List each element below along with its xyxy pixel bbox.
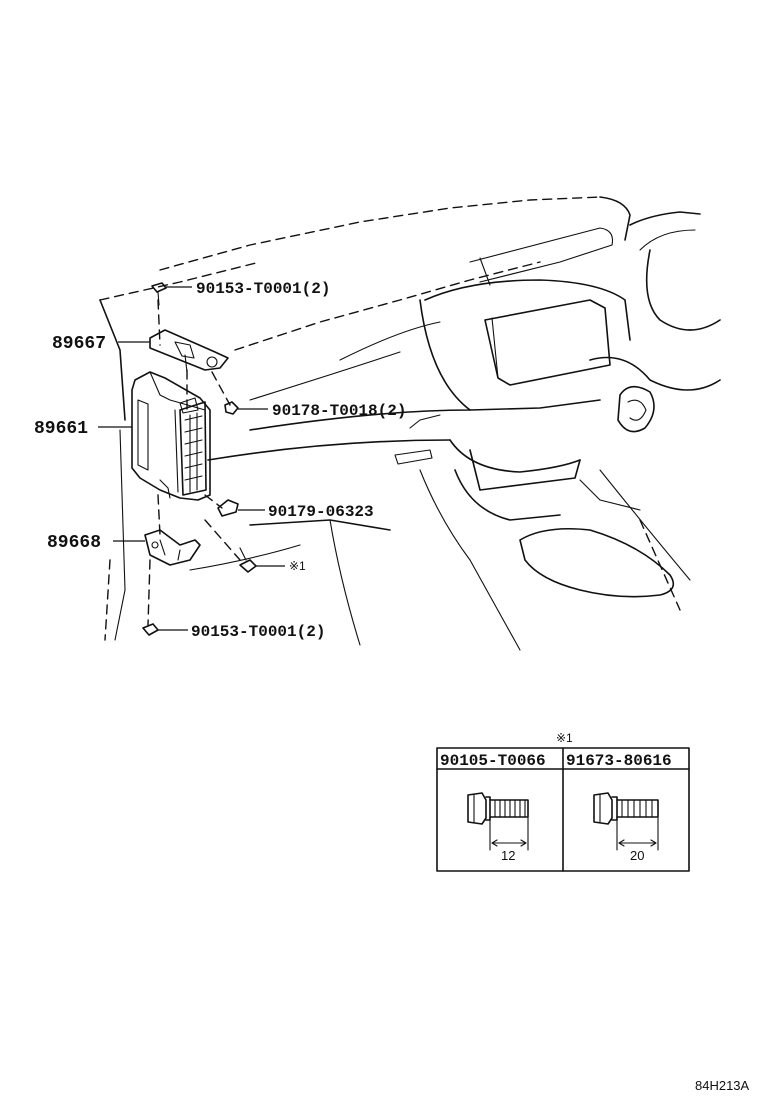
label-nut: 90179-06323 <box>268 503 374 521</box>
table-col2-header: 91673-80616 <box>566 752 672 770</box>
table-title: ※1 <box>556 731 573 745</box>
bracket-upper-drawing <box>149 329 229 373</box>
table-col1-header: 90105-T0066 <box>440 752 546 770</box>
bolt-20-drawing <box>593 792 659 851</box>
label-89667: 89667 <box>52 334 106 354</box>
label-clip: 90178-T0018(2) <box>272 402 406 420</box>
dim-12: 12 <box>501 848 515 863</box>
dim-20: 20 <box>630 848 644 863</box>
dashboard-outline <box>99 196 721 651</box>
leader-lines <box>98 286 285 631</box>
bracket-lower-drawing <box>144 529 201 566</box>
ecu-module-drawing <box>131 371 211 501</box>
bolt-12-drawing <box>467 792 529 851</box>
label-bolt-ref: ※1 <box>289 559 306 573</box>
bolt-spec-table: ※1 90105-T0066 91673-80616 12 <box>436 731 690 872</box>
assembly-guide-lines <box>147 299 241 626</box>
diagram-code: 84H213A <box>695 1078 750 1093</box>
label-89661: 89661 <box>34 419 88 439</box>
label-bolt-top: 90153-T0001(2) <box>196 280 330 298</box>
label-bolt-bottom: 90153-T0001(2) <box>191 623 325 641</box>
label-89668: 89668 <box>47 533 101 553</box>
